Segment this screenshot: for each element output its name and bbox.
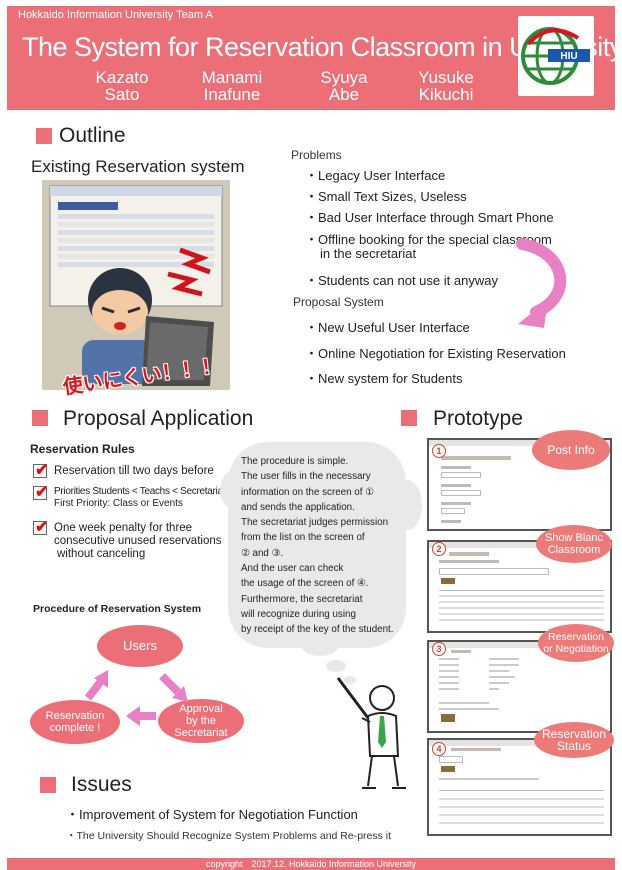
screen-number-2: 2 <box>432 542 446 556</box>
existing-system-title: Existing Reservation system <box>31 157 245 176</box>
rule-3-line-3: without canceling <box>57 548 146 560</box>
cloud-bubble <box>326 660 346 672</box>
issues-heading: Issues <box>71 773 132 796</box>
problem-item: ・Offline booking for the special classro… <box>305 232 552 247</box>
screen-number-1: 1 <box>432 444 446 458</box>
proposal-item: ・New Useful User Interface <box>305 320 470 335</box>
prototype-screen-3 <box>427 640 612 733</box>
rule-1: Reservation till two days before <box>54 465 214 477</box>
rule-3-line-2: consecutive unused reservations <box>54 535 222 547</box>
proposal-item: ・New system for Students <box>305 371 463 386</box>
cloud-bump <box>392 480 422 530</box>
footer-copyright: copyright 2017.12. Hokkaido Information … <box>7 858 615 870</box>
prototype-heading-marker <box>401 410 417 426</box>
application-heading-marker <box>32 410 48 426</box>
prototype-screen-4 <box>427 738 612 836</box>
issue-item: ・The University Should Recognize System … <box>66 830 392 842</box>
check-icon: ✔ <box>33 484 49 501</box>
procedure-title: Procedure of Reservation System <box>33 603 202 615</box>
problem-item: ・Small Text Sizes, Useless <box>305 189 467 204</box>
rule-2-line-2: First Priority: Class or Events <box>54 498 183 509</box>
cloud-bump <box>220 470 250 510</box>
svg-text:HIU: HIU <box>560 51 577 62</box>
screen-number-3: 3 <box>432 642 446 656</box>
screen-number-4: 4 <box>432 742 446 756</box>
badge-post-info: Post Info <box>532 430 610 470</box>
problem-item: ・Legacy User Interface <box>305 168 446 183</box>
check-icon: ✔ <box>33 462 49 479</box>
issues-heading-marker <box>40 777 56 793</box>
flow-arrows-icon <box>84 670 188 726</box>
presenter-figure-icon <box>336 677 406 789</box>
issue-item: ・Improvement of System for Negotiation F… <box>66 807 358 822</box>
prototype-heading: Prototype <box>433 407 523 430</box>
proposal-item: ・Online Negotiation for Existing Reserva… <box>305 346 566 361</box>
rule-3-line-1: One week penalty for three <box>54 522 193 534</box>
cloud-bump <box>300 630 340 656</box>
rule-2-line-1: Priorities Students < Teachs < Secretari… <box>54 486 226 497</box>
cloud-bubble <box>344 676 356 684</box>
problem-item: ・Students can not use it anyway <box>305 273 498 288</box>
check-icon: ✔ <box>33 519 49 536</box>
explanation-cloud <box>228 442 406 648</box>
university-logo: HIU <box>518 16 594 96</box>
rules-title: Reservation Rules <box>30 442 135 456</box>
proposal-title: Proposal System <box>293 295 384 309</box>
node-users: Users <box>97 625 183 667</box>
existing-system-photo <box>42 180 230 390</box>
team-label: Hokkaido Information University Team A <box>18 9 213 21</box>
outline-heading-marker <box>36 128 52 144</box>
problem-item: ・Bad User Interface through Smart Phone <box>305 210 554 225</box>
outline-heading: Outline <box>59 124 126 147</box>
header-banner <box>7 6 615 110</box>
application-heading: Proposal Application <box>63 407 254 430</box>
curved-arrow-icon <box>516 238 567 328</box>
problem-item-continued: in the secretariat <box>320 246 417 261</box>
explanation-text: The procedure is simple. The user fills … <box>241 456 394 636</box>
problems-title: Problems <box>291 148 342 162</box>
